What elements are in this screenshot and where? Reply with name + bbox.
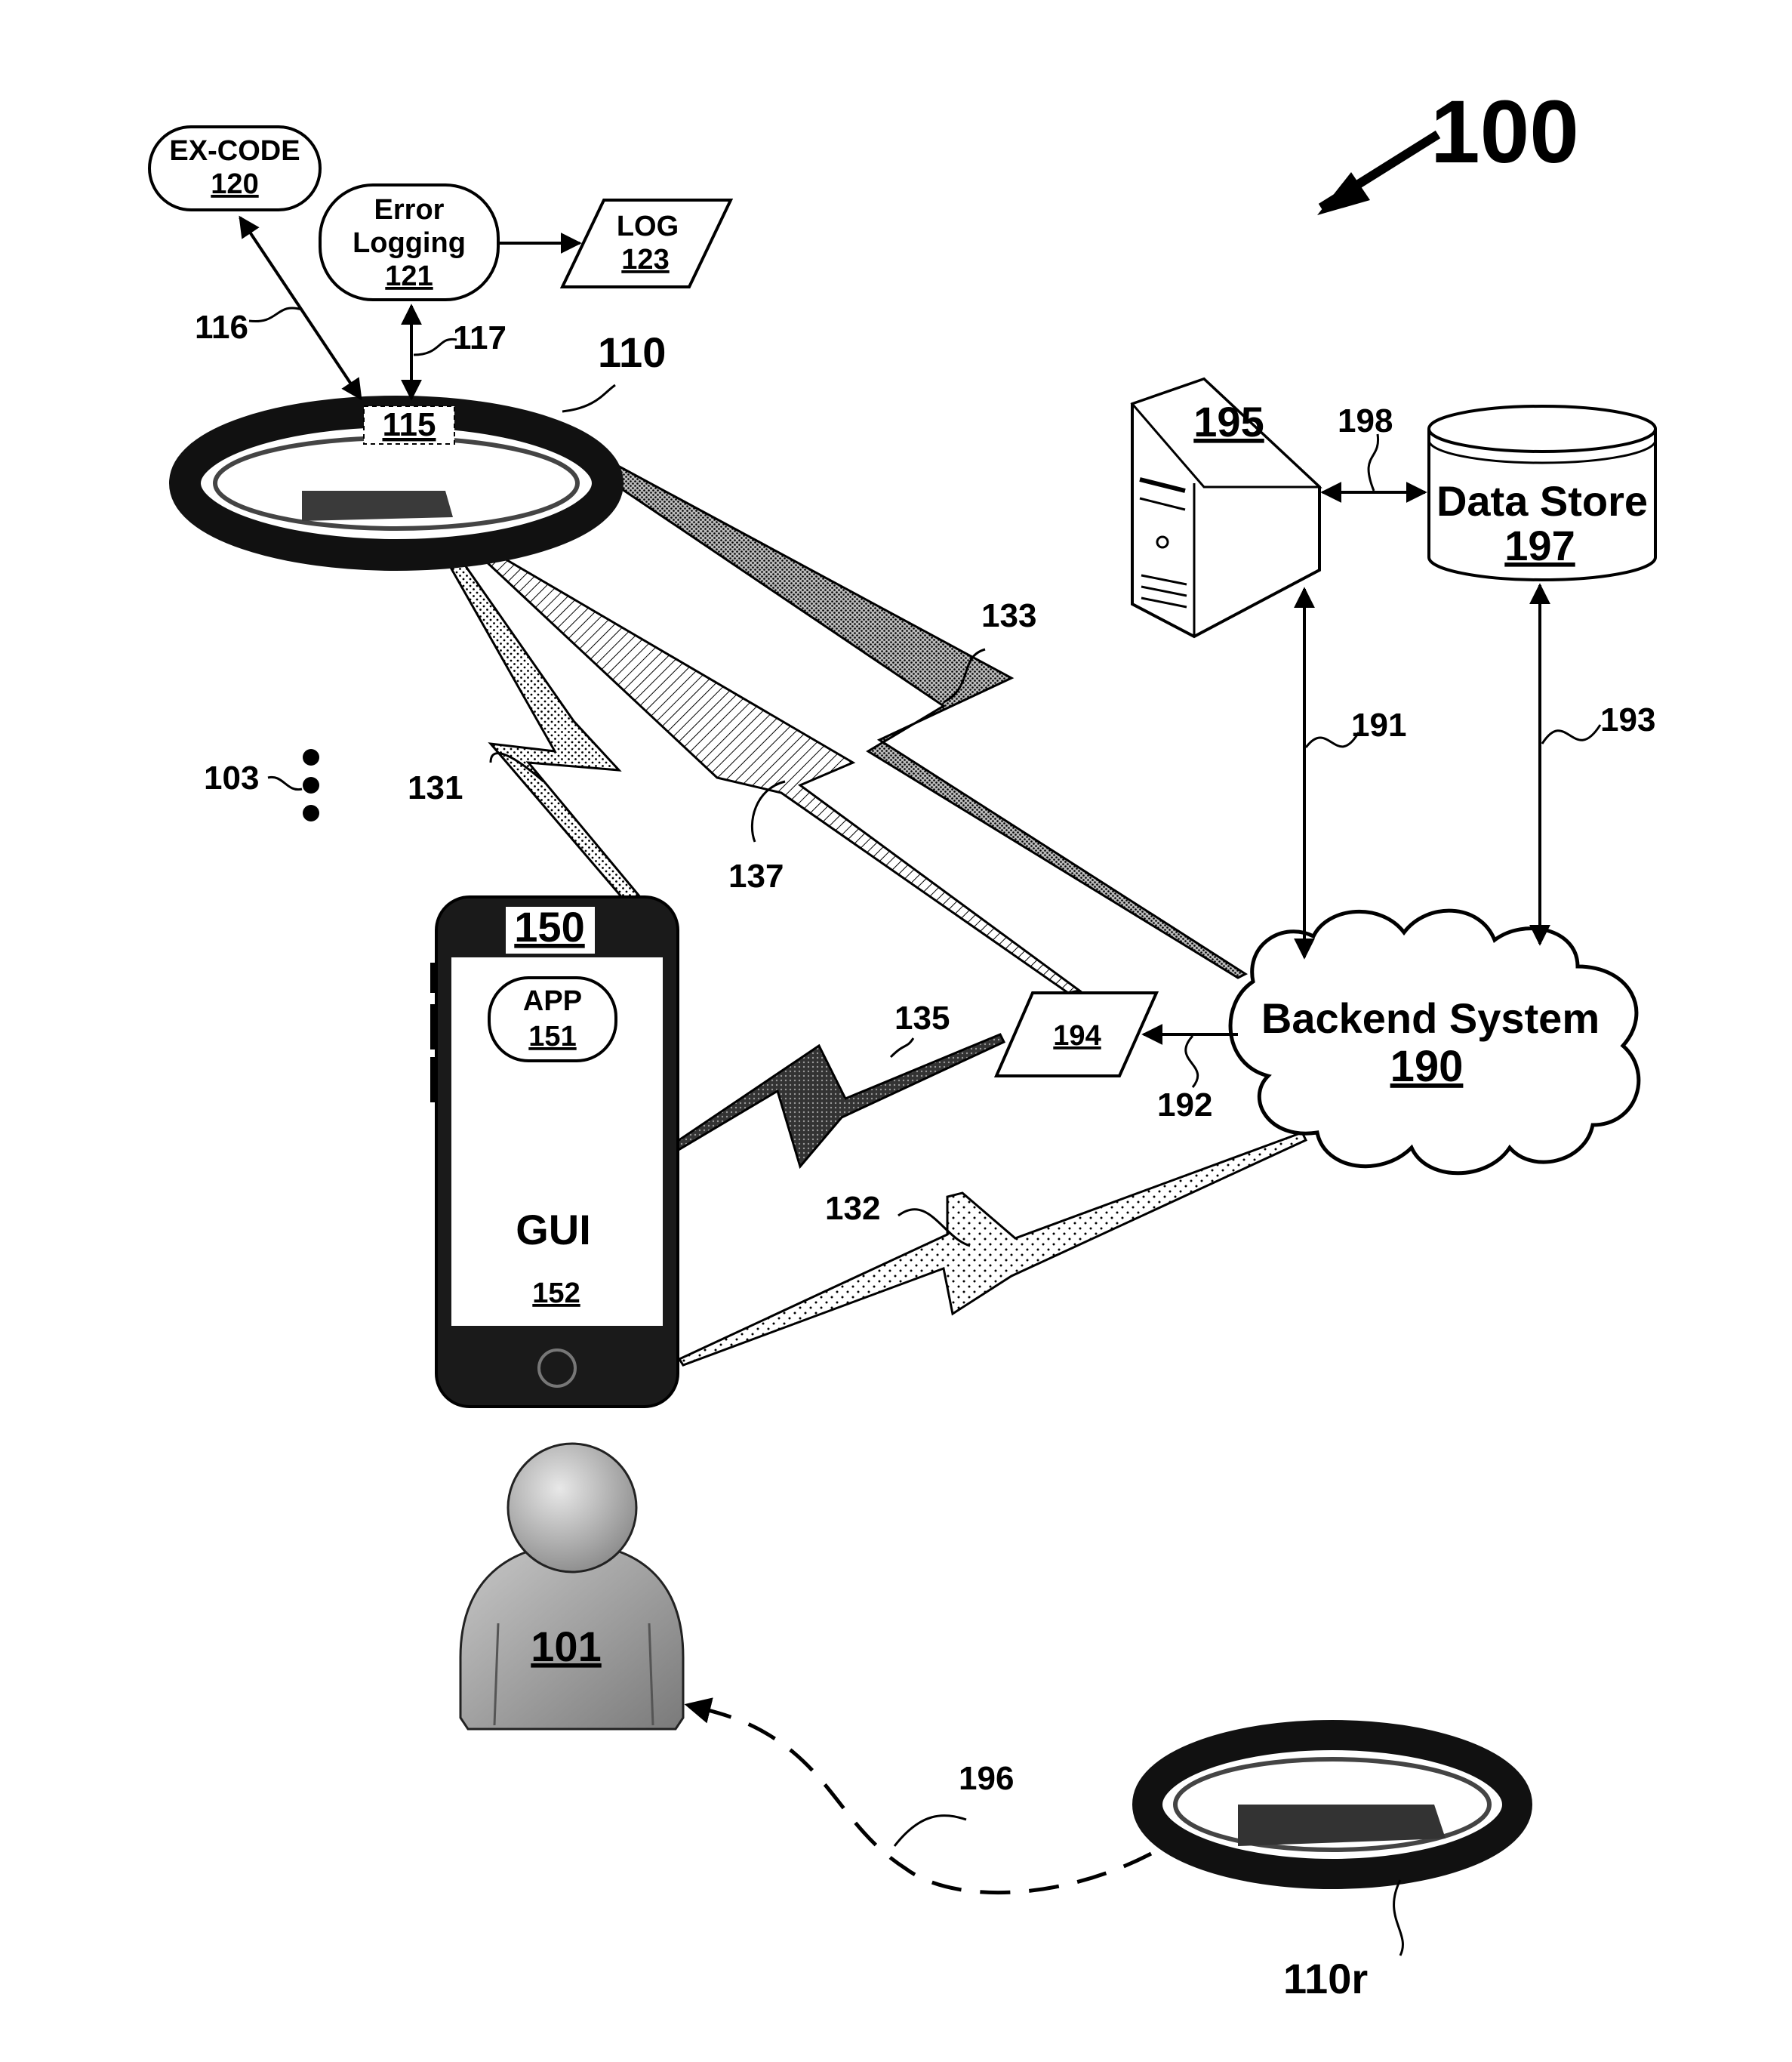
link-196-arrow [687, 1705, 1151, 1893]
gui-title: GUI [516, 1206, 591, 1253]
returned-wristband [1147, 1735, 1517, 1874]
phone-ref: 150 [514, 903, 584, 951]
link-196-label: 196 [959, 1760, 1014, 1797]
error-logging-ref: 121 [385, 260, 433, 292]
server-ref: 195 [1193, 398, 1264, 445]
link-135-bolt [634, 1034, 1004, 1174]
link-191-label: 191 [1351, 707, 1406, 744]
more-devices-label: 103 [204, 760, 259, 797]
link-135-label: 135 [894, 1000, 950, 1037]
link-198-label: 198 [1338, 402, 1393, 439]
link-196-leader [894, 1816, 966, 1846]
link-117-label: 117 [453, 319, 507, 356]
excode-ref: 120 [211, 168, 258, 200]
error-logging-title-1: Error [374, 194, 445, 226]
message-ref: 194 [1053, 1020, 1101, 1052]
error-logging-title-2: Logging [353, 227, 466, 259]
link-116-label: 116 [195, 309, 248, 346]
data-store-title: Data Store [1436, 477, 1648, 525]
app-ref: 151 [528, 1021, 576, 1053]
more-devices-ellipsis [303, 749, 319, 821]
excode-title: EX-CODE [169, 135, 300, 167]
user-ref: 101 [531, 1623, 601, 1670]
link-135-leader [891, 1038, 913, 1057]
log-title: LOG [617, 211, 679, 242]
more-devices-leader [268, 777, 302, 789]
link-132-bolt [679, 1133, 1306, 1365]
band-leader [562, 385, 615, 411]
link-137-label: 137 [728, 858, 784, 895]
gui-ref: 152 [532, 1278, 580, 1309]
figure-ref-label: 100 [1430, 82, 1579, 182]
backend-ref: 190 [1390, 1042, 1464, 1091]
data-store-ref: 197 [1504, 522, 1575, 569]
returned-band-leader [1394, 1880, 1403, 1956]
returned-band-label: 110r [1283, 1955, 1368, 2002]
link-192-leader [1186, 1036, 1198, 1087]
backend-title: Backend System [1261, 994, 1600, 1042]
link-193-label: 193 [1600, 701, 1655, 738]
band-label: 110 [598, 328, 666, 376]
link-133-label: 133 [981, 597, 1036, 634]
link-192-label: 192 [1157, 1086, 1212, 1123]
phone-device[interactable] [430, 897, 678, 1407]
link-198-leader [1369, 434, 1378, 491]
figure-ref-arrow [1317, 134, 1438, 215]
link-116-leader [249, 308, 302, 322]
band-module-label: 115 [383, 406, 436, 443]
link-132-label: 132 [825, 1190, 880, 1227]
app-title: APP [523, 985, 582, 1017]
link-117-leader [414, 339, 457, 355]
link-193-leader [1542, 725, 1600, 744]
user-icon [460, 1444, 683, 1729]
link-131-label: 131 [408, 769, 463, 806]
log-ref: 123 [621, 244, 669, 276]
